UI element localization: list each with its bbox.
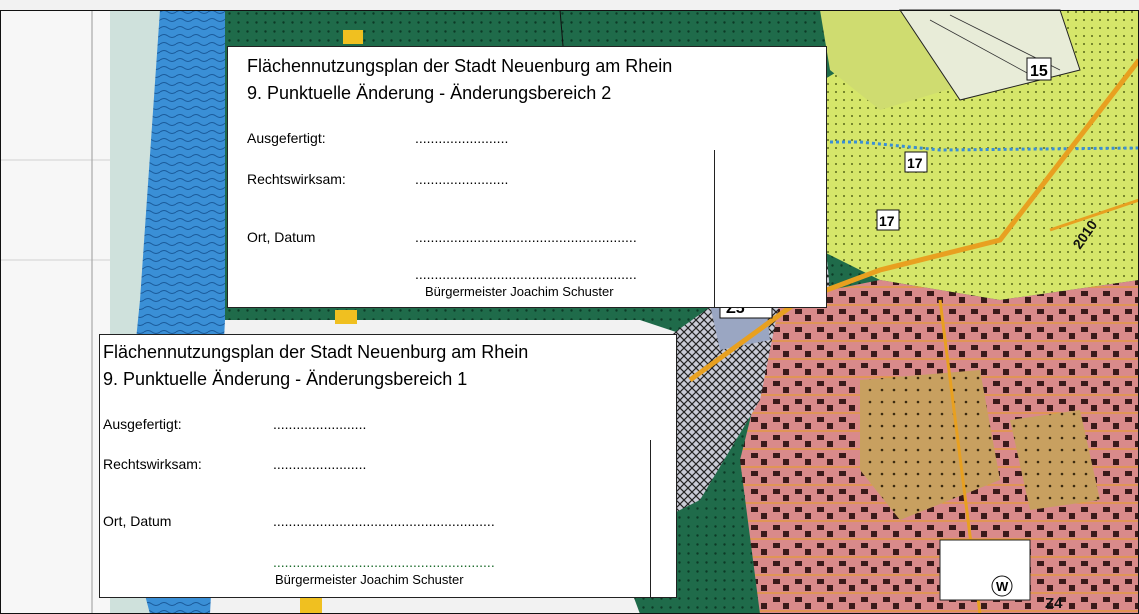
box2-ausgefertigt-label: Ausgefertigt:: [247, 130, 326, 146]
zone-z4-text: Z4: [1045, 595, 1063, 612]
map-label-w: W: [991, 575, 1013, 597]
box1-rechtswirksam-value: ........................: [273, 456, 367, 472]
box1-ort-value: ........................................…: [273, 513, 495, 529]
map-label-15: 15: [1026, 57, 1052, 81]
box2-ort-label: Ort, Datum: [247, 229, 316, 245]
box1-ausgefertigt-value: ........................: [273, 416, 367, 432]
box1-signatory: Bürgermeister Joachim Schuster: [275, 572, 464, 587]
box2-rechtswirksam-value: ........................: [415, 171, 509, 187]
box1-ort-label: Ort, Datum: [103, 513, 172, 529]
box1-ausgefertigt-label: Ausgefertigt:: [103, 416, 182, 432]
box1-title-line1: Flächennutzungsplan der Stadt Neuenburg …: [103, 342, 529, 362]
plot-17b-text: 17: [879, 213, 895, 229]
map-label-17b: 17: [876, 209, 900, 231]
plot-15-text: 15: [1030, 63, 1048, 80]
plot-17a-text: 17: [907, 155, 923, 171]
box1-title-line2: 9. Punktuelle Änderung - Änderungsbereic…: [103, 369, 468, 389]
box2-ort-value: ........................................…: [415, 229, 637, 245]
box2-title-line2: 9. Punktuelle Änderung - Änderungsbereic…: [247, 83, 612, 103]
map-label-17a: 17: [904, 151, 928, 173]
box2-title-line1: Flächennutzungsplan der Stadt Neuenburg …: [247, 56, 673, 76]
amendment-box-2-lower: [227, 150, 715, 308]
box2-rechtswirksam-label: Rechtswirksam:: [247, 171, 346, 187]
box1-signature-line: ........................................…: [273, 554, 495, 570]
amendment-box-1-lower: [99, 440, 651, 598]
w-marker-text: W: [996, 579, 1009, 594]
box2-signature-line: ........................................…: [415, 266, 637, 282]
box2-ausgefertigt-value: ........................: [415, 130, 509, 146]
box1-rechtswirksam-label: Rechtswirksam:: [103, 456, 202, 472]
box2-signatory: Bürgermeister Joachim Schuster: [425, 284, 614, 299]
